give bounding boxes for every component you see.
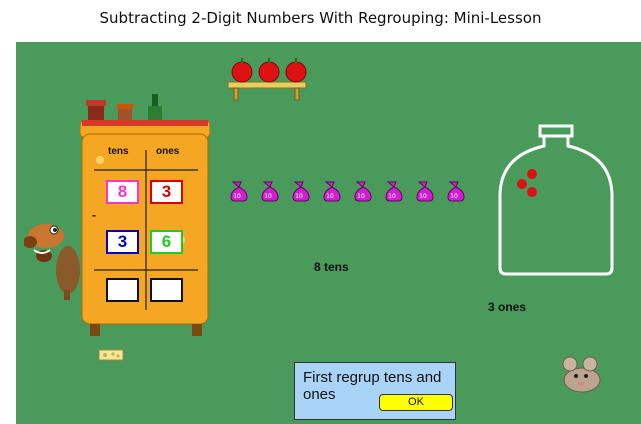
dog-mascot-icon	[24, 224, 80, 300]
ones-caption: 3 ones	[488, 300, 527, 314]
ten-bag-icon[interactable]: 10	[319, 180, 341, 202]
ten-bag-icon[interactable]: 10	[257, 180, 279, 202]
cheese-icon	[98, 349, 124, 361]
ten-bag-icon[interactable]: 10	[443, 180, 465, 202]
ten-bag-label: 10	[264, 193, 272, 200]
one-dot[interactable]	[517, 179, 527, 189]
mouse-icon	[562, 356, 601, 393]
ones-column-header: ones	[156, 146, 180, 157]
instruction-dialog: First regrup tens and ones OK	[294, 362, 456, 420]
tens-bags-row: 10 10 10 10 10 10 10 10	[226, 180, 476, 204]
apple-icon	[231, 58, 253, 83]
one-dot[interactable]	[527, 169, 537, 179]
tens-caption: 8 tens	[314, 260, 349, 274]
ok-button[interactable]: OK	[379, 394, 453, 411]
ten-bag-label: 10	[326, 193, 334, 200]
ten-bag-label: 10	[233, 193, 241, 200]
ten-bag-label: 10	[388, 193, 396, 200]
dresser-body	[80, 120, 210, 336]
ten-bag-icon[interactable]: 10	[350, 180, 372, 202]
ten-bag-label: 10	[450, 193, 458, 200]
minuend-ones-box[interactable]: 3	[150, 180, 183, 204]
ten-bag-label: 10	[295, 193, 303, 200]
place-value-dresser: tens ones 8 3 - 3 6	[80, 120, 210, 338]
one-dot[interactable]	[527, 187, 537, 197]
shelf-board	[227, 81, 307, 101]
game-stage: tens ones 8 3 - 3 6 10 10 10 10 10 10 10 10 8 t…	[16, 42, 641, 424]
subtrahend-tens-box[interactable]: 3	[106, 230, 139, 254]
instruction-text: First regrup tens and ones	[303, 369, 442, 403]
answer-tens-box[interactable]	[106, 278, 139, 302]
lesson-title: Subtracting 2-Digit Numbers With Regroup…	[99, 9, 542, 27]
title-bar: Subtracting 2-Digit Numbers With Regroup…	[0, 0, 641, 38]
apple-icon	[258, 58, 280, 83]
subtrahend-ones-box[interactable]: 6	[150, 230, 183, 254]
ten-bag-icon[interactable]: 10	[381, 180, 403, 202]
minuend-tens-box[interactable]: 8	[106, 180, 139, 204]
ten-bag-icon[interactable]: 10	[226, 180, 248, 202]
ten-bag-icon[interactable]: 10	[288, 180, 310, 202]
ten-bag-icon[interactable]: 10	[412, 180, 434, 202]
ten-bag-label: 10	[357, 193, 365, 200]
apple-icon	[285, 58, 307, 83]
minus-sign: -	[92, 208, 96, 222]
ten-bag-label: 10	[419, 193, 427, 200]
answer-ones-box[interactable]	[150, 278, 183, 302]
ones-jar-icon	[498, 124, 614, 276]
tens-column-header: tens	[108, 146, 129, 157]
apple-shelf	[227, 58, 307, 101]
